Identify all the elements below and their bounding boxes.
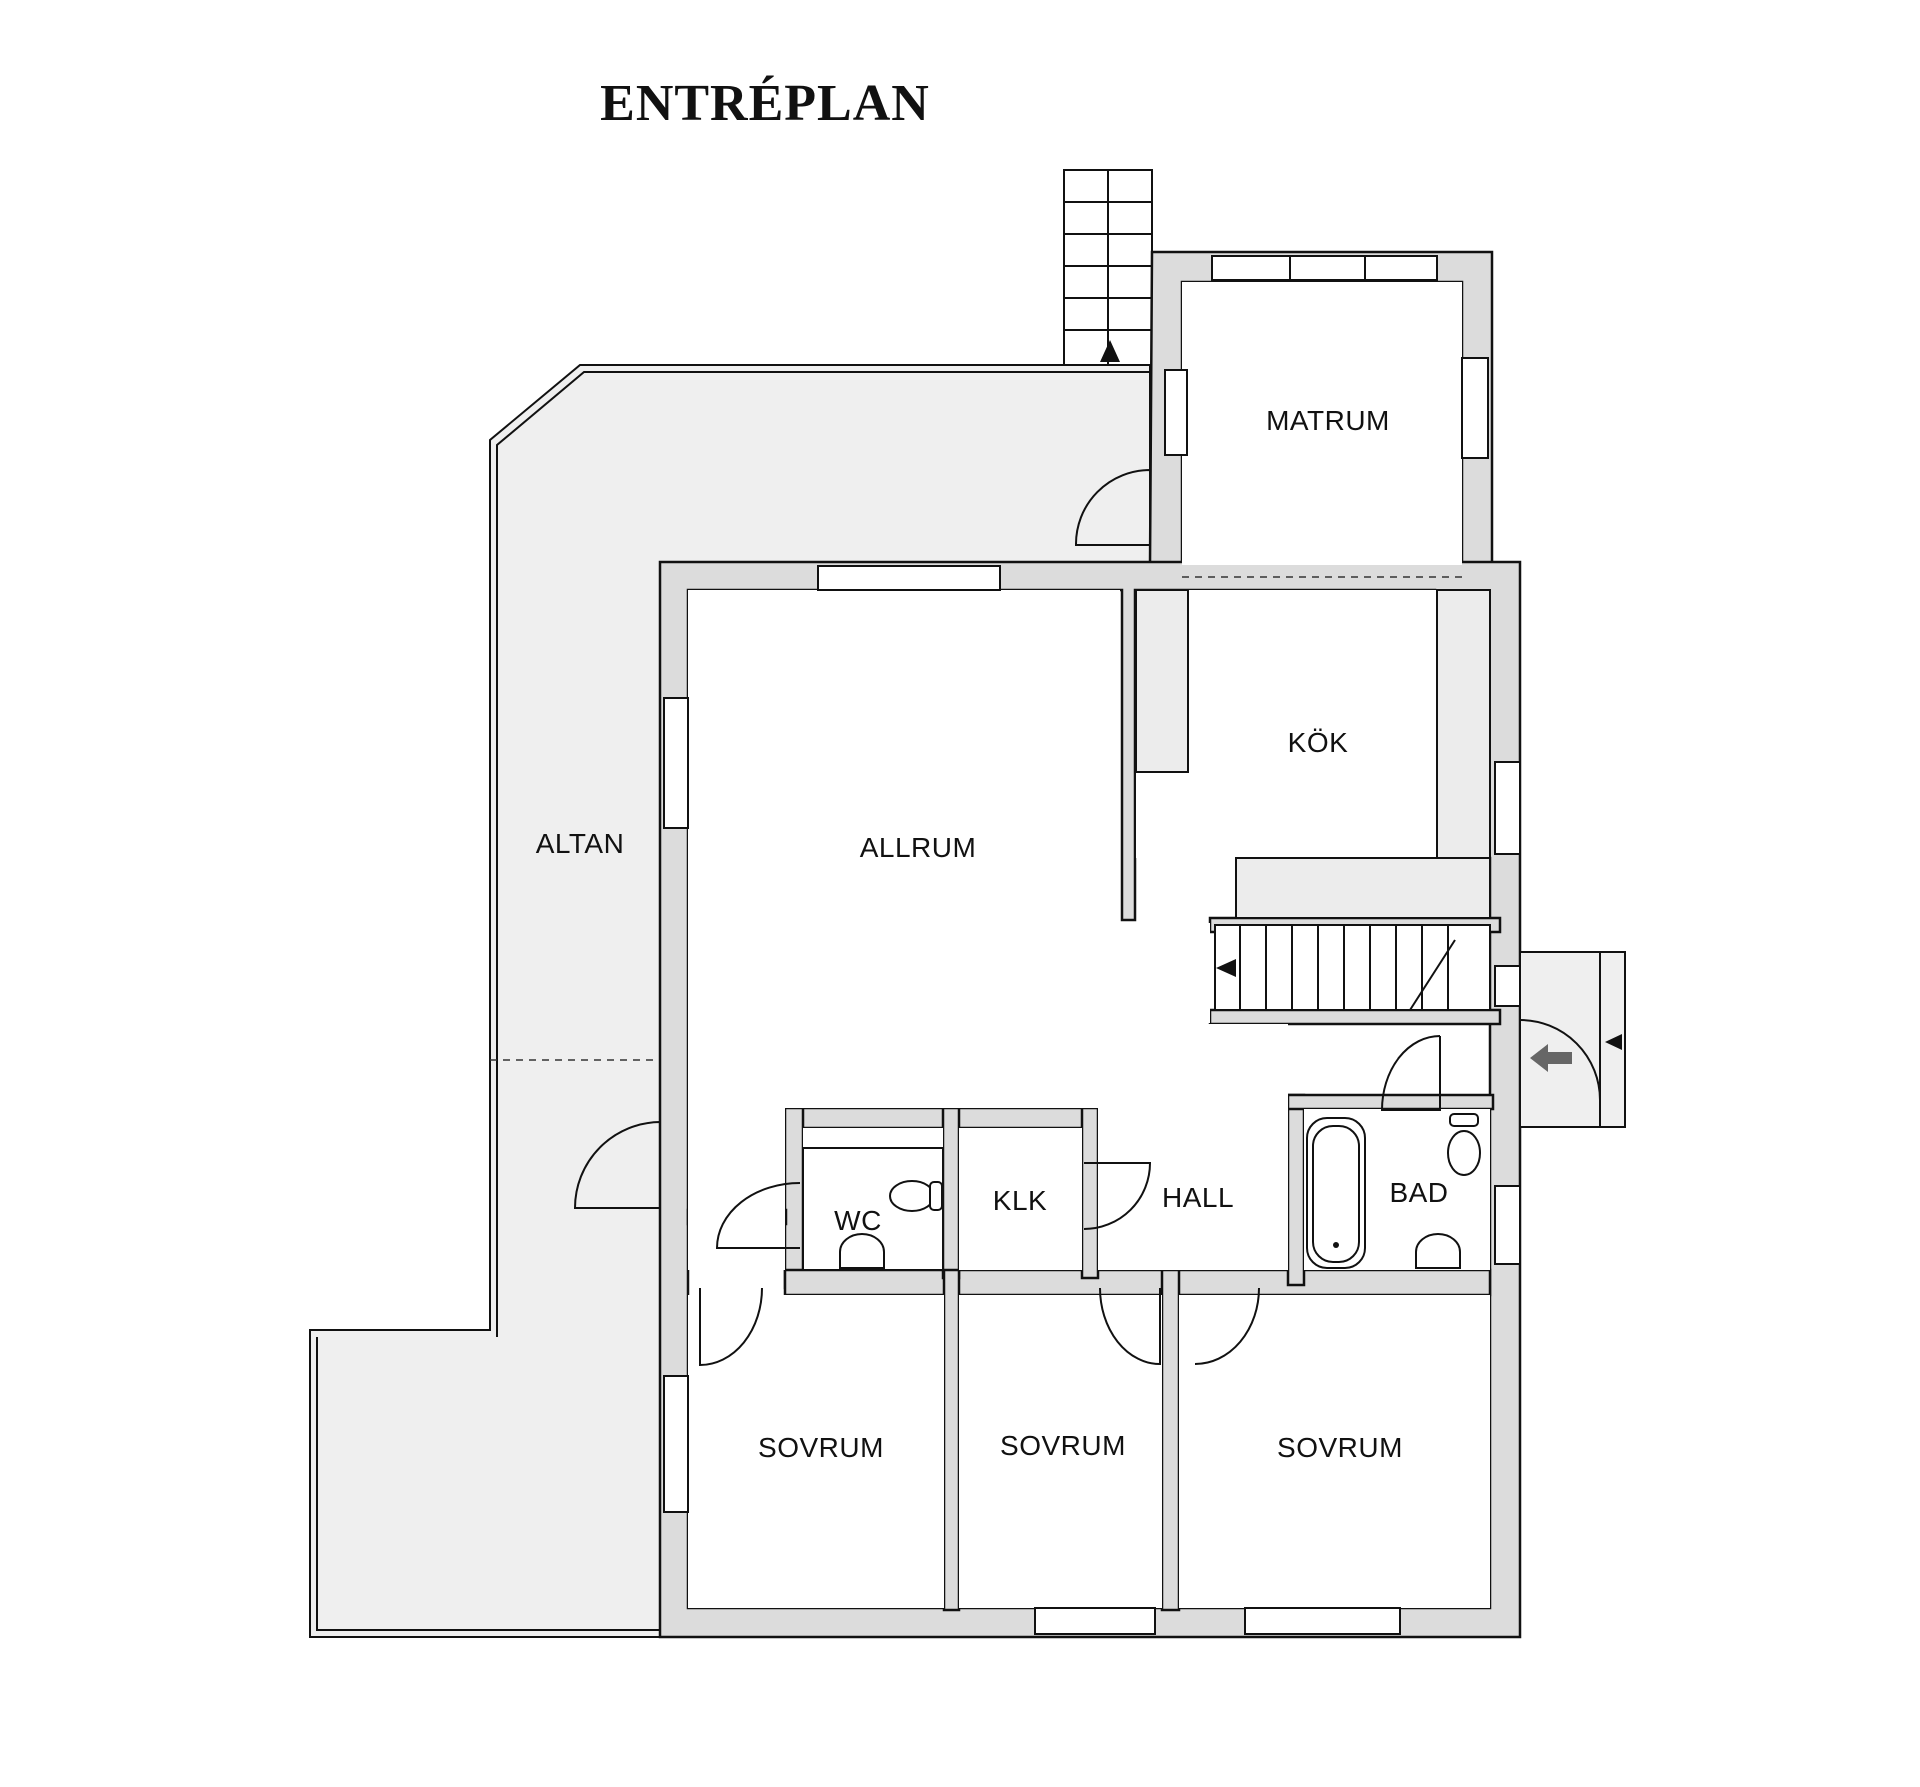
room-label-sovrum-1: SOVRUM xyxy=(758,1432,884,1463)
room-label-bad: BAD xyxy=(1389,1177,1448,1208)
room-label-sovrum-2: SOVRUM xyxy=(1000,1430,1126,1461)
window-icon xyxy=(817,565,1001,591)
room-label-wc: WC xyxy=(834,1205,882,1236)
kitchen-counters xyxy=(1135,576,1491,919)
window-icon xyxy=(1244,1607,1401,1635)
window-icon xyxy=(663,697,689,829)
door-swing-icon xyxy=(1194,1287,1260,1365)
door-swing-icon xyxy=(699,1287,763,1367)
bad-fixtures xyxy=(1306,1113,1481,1269)
sink-icon xyxy=(839,1233,885,1269)
room-floors xyxy=(688,282,1490,1608)
entrance-arrow-icon xyxy=(1530,1044,1572,1072)
room-label-hall: HALL xyxy=(1162,1182,1234,1213)
window-icon xyxy=(1494,965,1521,1007)
door-swing-icon xyxy=(1380,1035,1441,1111)
room-labels: MATRUM KÖK ALLRUM ALTAN WC KLK HALL BAD … xyxy=(536,405,1448,1463)
door-swing-icon xyxy=(573,1120,661,1209)
window-icon xyxy=(1461,357,1489,459)
interior-stairs xyxy=(1214,924,1491,1011)
stair-arrow-icon xyxy=(1216,959,1236,977)
bathtub-icon xyxy=(1306,1117,1366,1269)
room-label-matrum: MATRUM xyxy=(1266,405,1390,436)
window-icon xyxy=(1164,369,1188,456)
toilet-icon xyxy=(889,1180,935,1212)
window-icon xyxy=(1034,1607,1156,1635)
window-icon xyxy=(663,1375,689,1513)
door-swing-icon xyxy=(715,1182,801,1249)
door-swing-icon xyxy=(1074,468,1151,546)
window-icon xyxy=(1494,761,1521,855)
windows xyxy=(663,255,1521,1635)
window-icon xyxy=(1211,255,1438,281)
stair-arrow-icon xyxy=(1605,1034,1622,1050)
room-label-klk: KLK xyxy=(993,1185,1047,1216)
room-label-altan: ALTAN xyxy=(536,828,625,859)
plan-title: ENTRÉPLAN xyxy=(600,75,930,132)
door-swing-icon xyxy=(1099,1287,1161,1366)
sink-icon xyxy=(1415,1233,1461,1269)
toilet-icon xyxy=(1447,1130,1481,1176)
doors xyxy=(573,468,1441,1367)
room-label-allrum: ALLRUM xyxy=(860,832,977,863)
north-stairs xyxy=(1063,169,1153,366)
door-swing-icon xyxy=(1083,1162,1152,1230)
stair-arrow-icon xyxy=(1100,340,1120,362)
entrance-porch xyxy=(1519,951,1626,1128)
wc-fixtures xyxy=(802,1147,944,1271)
window-icon xyxy=(1494,1185,1521,1265)
room-label-sovrum-3: SOVRUM xyxy=(1277,1432,1403,1463)
room-label-kok: KÖK xyxy=(1288,727,1349,758)
